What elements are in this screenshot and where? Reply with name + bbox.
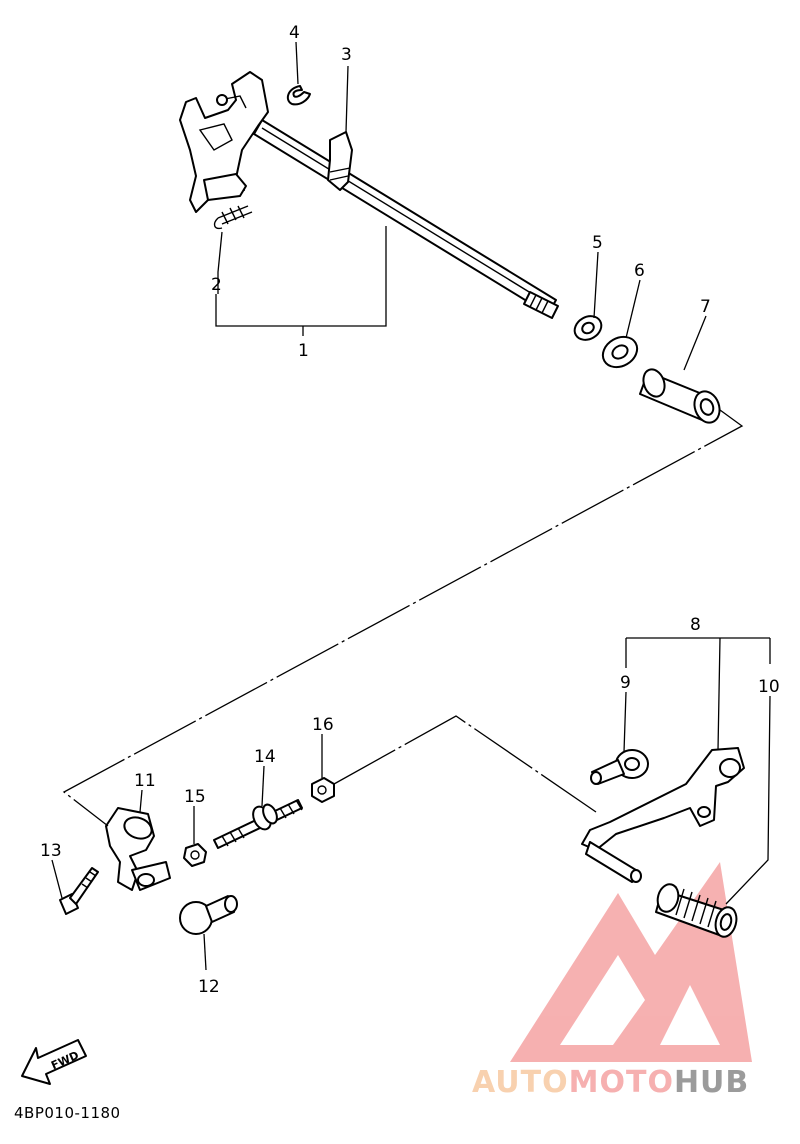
rod-end-part-12 — [179, 895, 238, 935]
diagram-part-code: 4BP010-1180 — [14, 1104, 121, 1122]
shift-pedal-part-8 — [581, 747, 745, 883]
callout-12: 12 — [198, 977, 220, 997]
callout-1: 1 — [298, 341, 309, 361]
callout-8: 8 — [690, 615, 701, 635]
callout-15: 15 — [184, 787, 206, 807]
callout-numbers: 1 2 3 4 5 6 7 8 9 10 11 12 13 14 15 16 — [40, 23, 780, 997]
shift-shaft-assembly — [179, 71, 559, 319]
callout-16: 16 — [312, 715, 334, 735]
fwd-arrow-icon: FWD — [21, 1039, 87, 1085]
callout-9: 9 — [620, 673, 631, 693]
callout-7: 7 — [700, 297, 711, 317]
bolt-part-13 — [59, 867, 99, 915]
callout-2: 2 — [211, 275, 222, 295]
callout-6: 6 — [634, 261, 645, 281]
watermark-text-hub: HUB — [674, 1065, 749, 1100]
shift-rod-part-14 — [213, 799, 303, 849]
nut-part-16 — [311, 777, 335, 803]
callout-5: 5 — [592, 233, 603, 253]
callout-14: 14 — [254, 747, 276, 767]
leader-lines — [51, 41, 771, 971]
callout-11: 11 — [134, 771, 156, 791]
callout-3: 3 — [341, 45, 352, 65]
svg-text:AUTOMOTOHUB: AUTOMOTOHUB — [472, 1065, 749, 1100]
watermark-triangle-icon — [510, 862, 752, 1062]
washer-part-6 — [601, 335, 639, 369]
assembly-dash-lines — [62, 409, 744, 827]
callout-4: 4 — [289, 23, 300, 43]
collar-part-7 — [639, 368, 721, 424]
watermark-text-moto: MOTO — [569, 1065, 674, 1100]
shift-arm-part-11 — [105, 807, 171, 891]
washer-part-5 — [573, 315, 603, 341]
nut-part-15 — [183, 843, 207, 867]
automotohub-watermark: AUTOMOTOHUB — [472, 862, 752, 1100]
watermark-text-auto: AUTO — [472, 1065, 569, 1100]
foot-rubber-part-10 — [655, 883, 738, 938]
rod-end-part-9 — [590, 749, 649, 785]
callout-10: 10 — [758, 677, 780, 697]
callout-13: 13 — [40, 841, 62, 861]
